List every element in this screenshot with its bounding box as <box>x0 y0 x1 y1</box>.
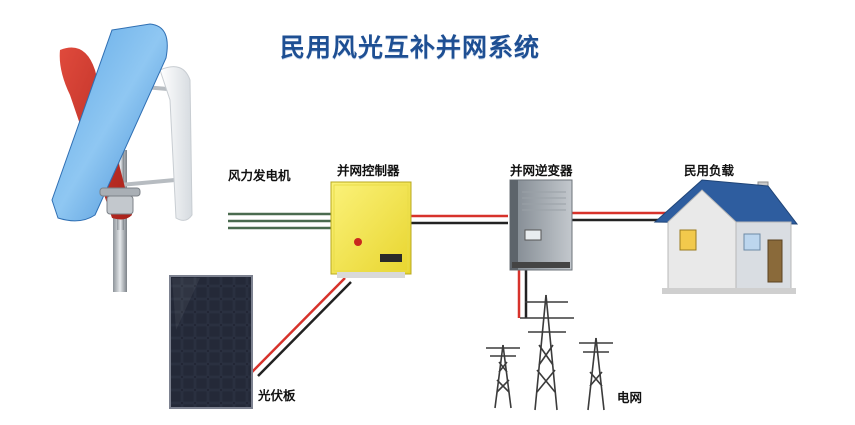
wire-inverter-grid <box>517 268 528 318</box>
label-wind-turbine: 风力发电机 <box>228 168 291 183</box>
house <box>653 179 799 294</box>
label-grid-inverter: 并网逆变器 <box>510 163 573 178</box>
wire-controller-inverter <box>410 214 508 225</box>
turbine-blade-white <box>159 66 193 221</box>
solar-panel <box>169 275 253 409</box>
label-power-grid: 电网 <box>617 390 643 405</box>
wind-turbine <box>51 23 193 292</box>
diagram-title: 民用风光互补并网系统 <box>280 33 541 62</box>
turbine-flange <box>99 187 141 197</box>
label-solar-panel: 光伏板 <box>258 388 296 403</box>
label-household-load: 民用负载 <box>684 163 735 178</box>
turbine-strut <box>119 178 176 187</box>
inverter-screen <box>524 229 542 241</box>
house-window <box>743 233 761 251</box>
turbine-generator <box>106 195 134 215</box>
controller-indicator-light <box>354 238 362 246</box>
label-grid-controller: 并网控制器 <box>337 163 400 178</box>
transmission-tower <box>486 344 520 409</box>
wire-inverter-house <box>572 211 668 222</box>
grid-inverter <box>509 179 573 271</box>
wire-panel-controller <box>251 277 352 377</box>
house-wall <box>735 221 792 291</box>
power-grid-towers <box>486 294 613 411</box>
controller-display <box>380 254 402 262</box>
house-window <box>679 229 697 251</box>
grid-controller <box>330 181 412 278</box>
transmission-tower <box>579 337 613 411</box>
turbine-blade-blue <box>51 23 168 222</box>
wire-turbine-controller <box>228 212 332 230</box>
house-door <box>767 239 783 283</box>
transmission-tower <box>520 294 574 411</box>
